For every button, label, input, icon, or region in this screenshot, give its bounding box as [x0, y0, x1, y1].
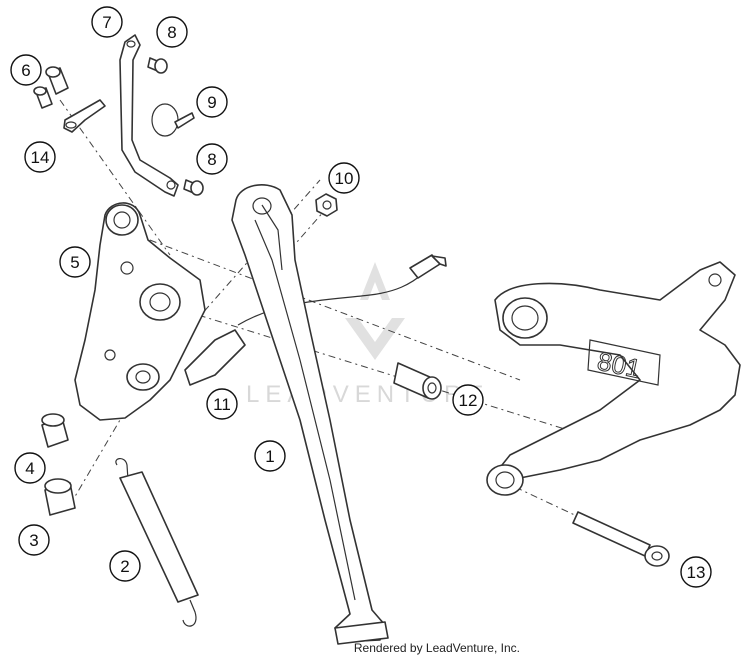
pin-set: [33, 66, 69, 109]
callout-8-upper-label: 8: [167, 23, 176, 42]
callout-14: 14: [24, 141, 56, 173]
callout-8-lower-label: 8: [207, 150, 216, 169]
leadventure-watermark: LEADVENTURE: [246, 262, 489, 408]
callout-12-label: 12: [459, 391, 478, 410]
callout-6-label: 6: [21, 61, 30, 80]
callout-10-label: 10: [335, 169, 354, 188]
cable-tie: [151, 103, 195, 137]
callout-3: 3: [18, 524, 50, 556]
callout-10: 10: [328, 162, 360, 194]
callout-9: 9: [196, 86, 228, 118]
callout-14-label: 14: [31, 148, 50, 167]
callout-8-upper: 8: [156, 16, 188, 48]
nut: [315, 193, 338, 217]
callout-9-label: 9: [207, 93, 216, 112]
watermark-text: LEADVENTURE: [246, 381, 489, 408]
callout-4-label: 4: [25, 459, 34, 478]
callout-8-lower: 8: [196, 143, 228, 175]
callout-2-label: 2: [120, 557, 129, 576]
callout-5: 5: [59, 246, 91, 278]
callout-3-label: 3: [29, 531, 38, 550]
pivot-housing: [74, 202, 206, 421]
long-bolt: [572, 511, 670, 567]
spacer-sleeve: [393, 362, 442, 400]
retaining-clip: [63, 99, 106, 133]
render-credit: Rendered by LeadVenture, Inc.: [353, 641, 520, 655]
sensor-cable: [184, 254, 447, 386]
callout-7-label: 7: [102, 13, 111, 32]
callout-11: 11: [206, 388, 238, 420]
callout-5-label: 5: [70, 253, 79, 272]
callout-13-label: 13: [687, 563, 706, 582]
screw-lower: [183, 179, 204, 196]
callout-12: 12: [452, 384, 484, 416]
side-stand: [231, 184, 389, 645]
callout-1-label: 1: [265, 447, 274, 466]
bushing-upper: [41, 413, 69, 448]
callout-7: 7: [91, 6, 123, 38]
callout-11-label: 11: [213, 395, 231, 414]
switch-bracket: [119, 34, 179, 197]
callout-1: 1: [254, 440, 286, 472]
callout-4: 4: [14, 452, 46, 484]
callout-13: 13: [680, 556, 712, 588]
bushing-lower: [44, 478, 76, 516]
screw-upper: [147, 57, 168, 74]
callout-2: 2: [109, 550, 141, 582]
mounting-bracket: 801: [486, 261, 741, 496]
callout-6: 6: [10, 54, 42, 86]
return-spring: [115, 458, 199, 627]
